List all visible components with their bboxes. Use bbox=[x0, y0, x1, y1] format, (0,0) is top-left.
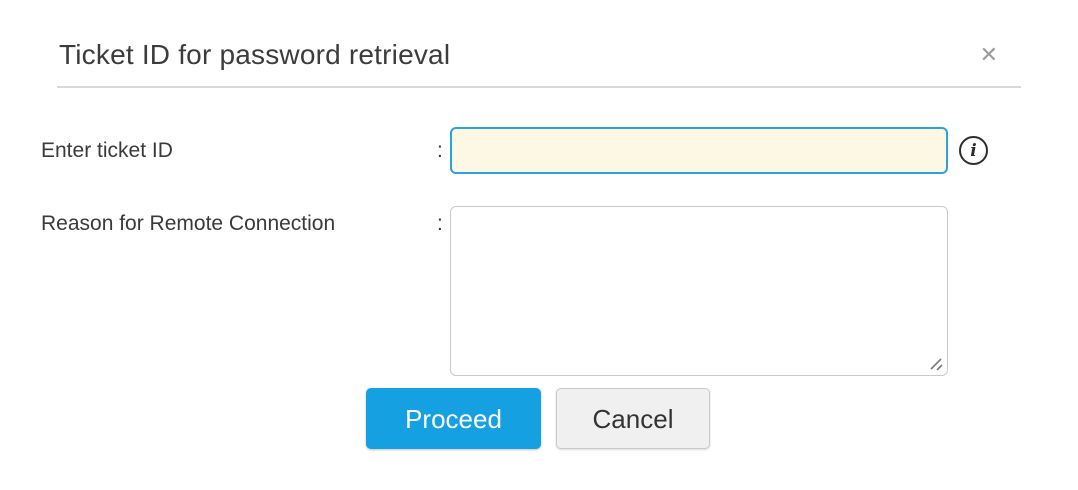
info-icon[interactable]: i bbox=[959, 136, 988, 165]
resize-handle-icon[interactable] bbox=[928, 356, 943, 371]
ticket-id-colon: : bbox=[437, 138, 443, 162]
dialog-body: Enter ticket ID : i Reason for Remote Co… bbox=[41, 127, 1021, 449]
cancel-button[interactable]: Cancel bbox=[556, 388, 710, 449]
reason-row: Reason for Remote Connection : bbox=[41, 206, 1021, 376]
page-title: Ticket ID for password retrieval bbox=[59, 39, 451, 70]
dialog-header: Ticket ID for password retrieval ✕ bbox=[57, 0, 1021, 88]
reason-colon: : bbox=[437, 212, 443, 235]
ticket-id-row: Enter ticket ID : i bbox=[41, 127, 1021, 174]
close-icon[interactable]: ✕ bbox=[979, 42, 998, 67]
ticket-id-label: Enter ticket ID bbox=[41, 138, 173, 162]
proceed-button[interactable]: Proceed bbox=[366, 388, 541, 449]
button-row: Proceed Cancel bbox=[48, 388, 1028, 449]
reason-label: Reason for Remote Connection bbox=[41, 212, 336, 235]
ticket-id-input[interactable] bbox=[450, 127, 948, 174]
reason-textarea-wrap bbox=[450, 206, 948, 376]
reason-textarea[interactable] bbox=[450, 206, 948, 376]
